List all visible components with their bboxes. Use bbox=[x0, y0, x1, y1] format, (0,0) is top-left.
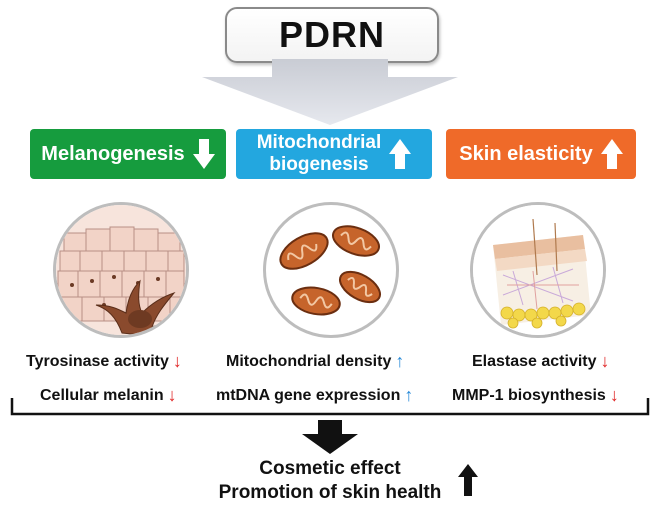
effect-text: Cellular melanin bbox=[40, 386, 164, 404]
mitochondrial-density-label: Mitochondrial density ↑ bbox=[226, 351, 404, 372]
black-down-arrow-icon bbox=[302, 420, 358, 454]
grouping-bracket bbox=[10, 398, 650, 416]
melanocyte-circle bbox=[53, 202, 189, 338]
down-arrow-icon: ↓ bbox=[609, 385, 619, 405]
effect-text: Elastase activity bbox=[472, 352, 597, 370]
down-funnel-arrow-icon bbox=[202, 59, 458, 125]
down-arrow-icon: ↓ bbox=[172, 351, 182, 371]
up-arrow-icon bbox=[600, 139, 623, 169]
black-up-arrow-icon bbox=[458, 464, 478, 496]
tyrosinase-activity-label: Tyrosinase activity ↓ bbox=[26, 351, 182, 372]
effect-text: Tyrosinase activity bbox=[26, 352, 169, 370]
outcome-line2: Promotion of skin health bbox=[218, 482, 442, 503]
melanogenesis-label: Melanogenesis bbox=[41, 143, 185, 165]
mitochondria-icon bbox=[279, 225, 381, 316]
up-arrow-icon bbox=[389, 139, 412, 169]
up-arrow-icon: ↑ bbox=[404, 385, 414, 405]
down-arrow-icon: ↓ bbox=[600, 351, 610, 371]
skin-cells-melanocyte-icon bbox=[56, 205, 186, 335]
effect-text: Mitochondrial density bbox=[226, 352, 392, 370]
mmp1-biosynthesis-label: MMP-1 biosynthesis ↓ bbox=[452, 385, 619, 406]
mitochondria-circle bbox=[263, 202, 399, 338]
mito-pill-line2: biogenesis bbox=[269, 154, 369, 175]
effect-text: mtDNA gene expression bbox=[216, 386, 401, 404]
outcome-line1: Cosmetic effect bbox=[259, 458, 401, 479]
mtdna-gene-expression-label: mtDNA gene expression ↑ bbox=[216, 385, 413, 406]
pdrn-title-box: PDRN bbox=[225, 7, 439, 63]
mito-pill-line1: Mitochondrial bbox=[256, 132, 382, 153]
skin-elasticity-pill: Skin elasticity bbox=[446, 129, 636, 179]
down-arrow-icon bbox=[192, 139, 215, 169]
cellular-melanin-label: Cellular melanin ↓ bbox=[40, 385, 177, 406]
skin-elasticity-label: Skin elasticity bbox=[459, 143, 593, 165]
down-arrow-icon: ↓ bbox=[167, 385, 177, 405]
effect-text: MMP-1 biosynthesis bbox=[452, 386, 606, 404]
melanogenesis-pill: Melanogenesis bbox=[30, 129, 226, 179]
skin-layers-circle bbox=[470, 202, 606, 338]
mitochondrial-biogenesis-pill: Mitochondrial biogenesis bbox=[236, 129, 432, 179]
pdrn-title: PDRN bbox=[278, 14, 385, 55]
skin-layers-icon bbox=[473, 205, 603, 335]
elastase-activity-label: Elastase activity ↓ bbox=[472, 351, 610, 372]
up-arrow-icon: ↑ bbox=[395, 351, 405, 371]
